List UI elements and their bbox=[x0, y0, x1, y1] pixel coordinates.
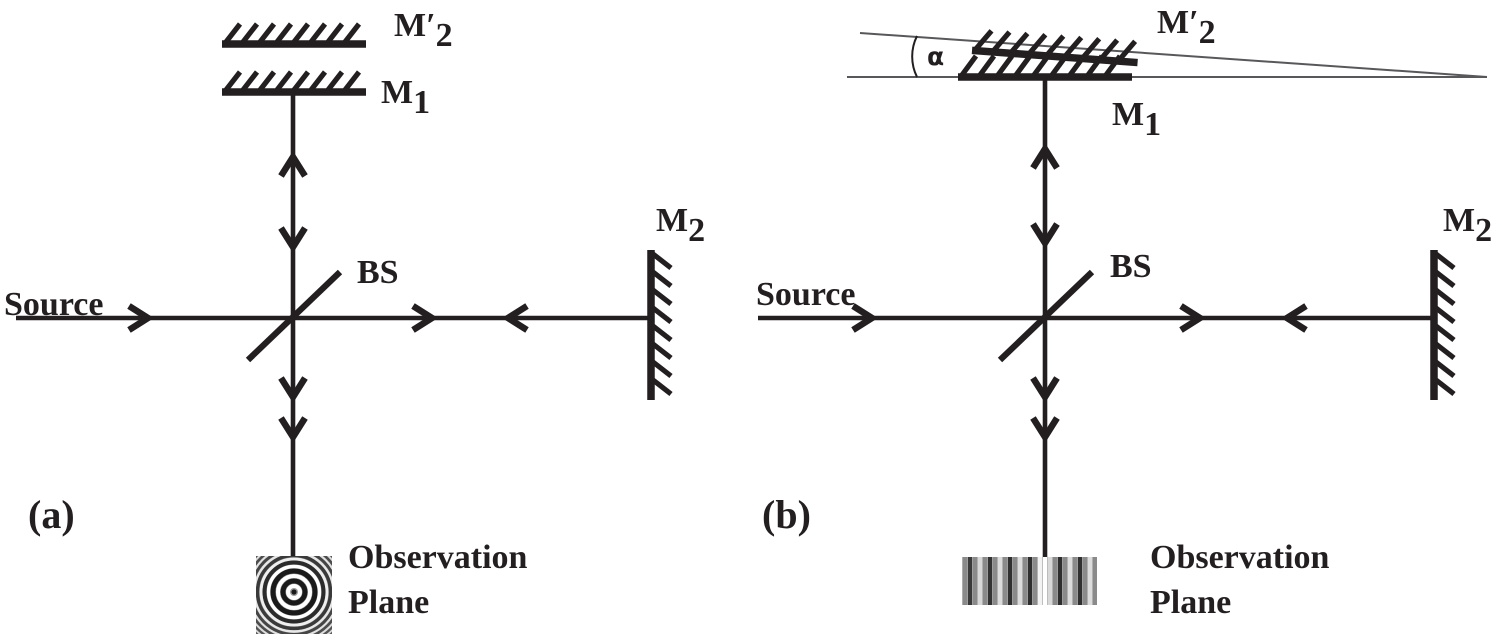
panel-a-mirror1-label: M1 bbox=[381, 74, 430, 121]
panel-a-beamsplitter-label: BS bbox=[357, 254, 399, 291]
panel-b-observation-label-line1: Observation bbox=[1150, 539, 1330, 576]
panel-b-mirror2-hatching bbox=[1434, 251, 1456, 397]
panel-b-mirror2-image-hatching bbox=[974, 29, 1138, 61]
panel-a-labels: M′2 M1 M2 BS Source Observation Plane (a… bbox=[4, 7, 705, 621]
panel-b-straight-fringes bbox=[962, 557, 1097, 605]
panel-a bbox=[16, 22, 673, 634]
panel-b-mirror2 bbox=[1430, 250, 1456, 400]
panel-a-arrow-down-lower-1 bbox=[278, 376, 308, 404]
panel-b-labels: M′2 M1 α M2 BS Source Observation Plane … bbox=[756, 4, 1492, 621]
panel-a-source-label: Source bbox=[4, 286, 103, 323]
panel-b-arrow-toward-m2 bbox=[1179, 303, 1207, 333]
panel-b-panel-label: (b) bbox=[762, 492, 811, 537]
panel-a-panel-label: (a) bbox=[28, 492, 75, 537]
panel-b-observation-screen bbox=[962, 557, 1097, 605]
panel-a-arrow-down-lower-2 bbox=[278, 416, 308, 444]
panel-a-mirror2-hatching bbox=[651, 251, 673, 397]
panel-a-mirror2-image-label: M′2 bbox=[394, 7, 453, 54]
panel-b-arrow-down-upper bbox=[1030, 222, 1060, 250]
panel-a-mirror1-hatching bbox=[223, 70, 362, 92]
panel-b-beamsplitter-label: BS bbox=[1110, 248, 1152, 285]
panel-b-arrow-from-m2 bbox=[1280, 303, 1308, 333]
panel-b-arrow-up bbox=[1030, 142, 1060, 170]
panel-b-mirror1-label: M1 bbox=[1112, 96, 1161, 143]
panel-a-arrow-toward-m2 bbox=[411, 303, 439, 333]
panel-b-angle-label: α bbox=[927, 42, 944, 71]
panel-a-mirror2-label: M2 bbox=[656, 202, 705, 249]
panel-a-observation-screen bbox=[256, 556, 332, 634]
panel-a-beamsplitter bbox=[245, 269, 343, 363]
panel-a-mirror2-image-hatching bbox=[223, 22, 362, 44]
panel-a-observation-label-line1: Observation bbox=[348, 539, 528, 576]
panel-b-beamsplitter bbox=[997, 269, 1095, 363]
panel-b-mirror1-hatching bbox=[959, 54, 1123, 77]
panel-a-arrow-from-m2 bbox=[501, 303, 529, 333]
panel-b-arrow-down-lower-2 bbox=[1030, 416, 1060, 444]
panel-a-arrow-down-upper bbox=[278, 226, 308, 254]
panel-a-mirror2-image bbox=[222, 22, 366, 48]
panel-a-arrow-up bbox=[278, 150, 308, 178]
panel-b-observation-label-line2: Plane bbox=[1150, 584, 1231, 621]
panel-b-arrow-source bbox=[851, 303, 879, 333]
panel-a-arrow-source bbox=[127, 303, 155, 333]
panel-a-circular-fringes bbox=[256, 556, 332, 634]
panel-a-mirror1 bbox=[222, 70, 366, 96]
panel-b-mirror2-image bbox=[971, 29, 1138, 67]
panel-b-mirror2-image-label: M′2 bbox=[1157, 4, 1216, 51]
panel-b-mirror2-label: M2 bbox=[1443, 202, 1492, 249]
panel-a-mirror2 bbox=[647, 250, 673, 400]
panel-b-source-label: Source bbox=[756, 276, 855, 313]
panel-b bbox=[758, 29, 1488, 605]
panel-b-arrow-down-lower-1 bbox=[1030, 376, 1060, 404]
panel-b-guide-line-tilted bbox=[859, 32, 1488, 78]
panel-a-observation-label-line2: Plane bbox=[348, 584, 429, 621]
panel-b-angle-arc bbox=[911, 35, 918, 78]
